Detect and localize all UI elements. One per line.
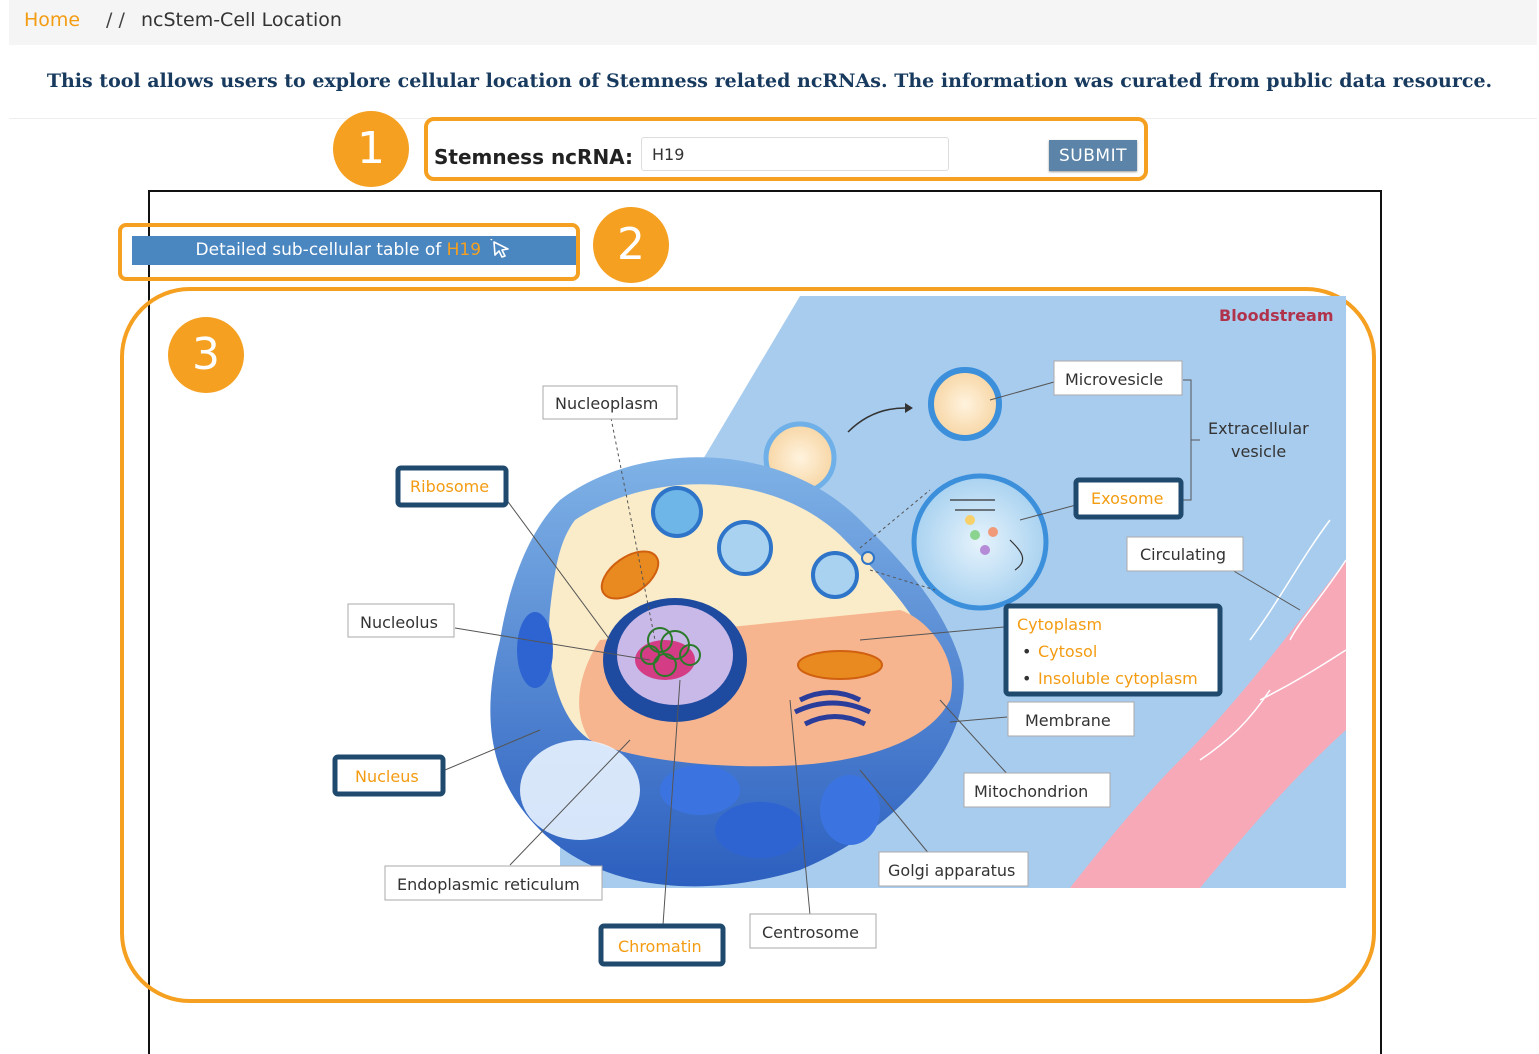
nucleolus-shape <box>635 640 695 680</box>
cursor-click-icon <box>489 237 510 258</box>
content-frame <box>148 190 1382 1054</box>
chromatin-label[interactable]: Chromatin <box>618 937 702 956</box>
breadcrumb-home-link[interactable]: Home <box>24 9 81 31</box>
insoluble-cytoplasm-bullet: • <box>1022 669 1031 688</box>
microvesicle-label[interactable]: Microvesicle <box>1065 370 1163 389</box>
step-2-badge: 2 <box>593 207 669 283</box>
diagram-highlight-box <box>120 287 1376 1003</box>
breadcrumb-current: ncStem-Cell Location <box>141 9 342 31</box>
cytoplasm-label[interactable]: Cytoplasm <box>1017 615 1102 634</box>
detail-button-label: Detailed sub-cellular table of <box>195 240 447 260</box>
nucleoplasm-label[interactable]: Nucleoplasm <box>555 394 658 413</box>
ribosome-label[interactable]: Ribosome <box>410 477 489 496</box>
centrosome-label[interactable]: Centrosome <box>762 923 859 942</box>
exosome-label[interactable]: Exosome <box>1091 489 1163 508</box>
insoluble-cytoplasm-label[interactable]: Insoluble cytoplasm <box>1038 669 1198 688</box>
golgi-apparatus-label[interactable]: Golgi apparatus <box>888 861 1015 880</box>
detail-highlight-box <box>118 223 580 281</box>
mitochondrion-shape <box>600 550 660 600</box>
extracellular-vesicle-label-line2: vesicle <box>1231 442 1286 461</box>
step-3-badge: 3 <box>168 317 244 393</box>
submit-button[interactable]: SUBMIT <box>1049 140 1137 171</box>
microvesicle-shape <box>928 367 1002 441</box>
search-highlight-box <box>424 117 1148 181</box>
golgi-shape <box>793 690 872 727</box>
mitochondrion-label[interactable]: Mitochondrion <box>974 782 1088 801</box>
blood-vessel <box>1070 560 1346 888</box>
exosome-shape <box>911 473 1049 611</box>
ncrna-search-input[interactable] <box>641 137 949 171</box>
membrane-label[interactable]: Membrane <box>1025 711 1111 730</box>
endoplasmic-reticulum-label[interactable]: Endoplasmic reticulum <box>397 875 580 894</box>
nucleolus-label[interactable]: Nucleolus <box>360 613 438 632</box>
detail-table-button[interactable]: Detailed sub-cellular table of H19 <box>132 236 576 265</box>
page-description: This tool allows users to explore cellul… <box>46 70 1493 92</box>
circulating-label[interactable]: Circulating <box>1140 545 1226 564</box>
search-label: Stemness ncRNA: <box>434 145 634 169</box>
cytosol-label[interactable]: Cytosol <box>1038 642 1097 661</box>
breadcrumb: Home / / ncStem-Cell Location <box>9 0 1537 45</box>
step-1-badge: 1 <box>333 111 409 187</box>
cytosol-bullet: • <box>1022 642 1031 661</box>
nucleus-label[interactable]: Nucleus <box>355 767 419 786</box>
extracellular-vesicle-label-line1: Extracellular <box>1208 419 1309 438</box>
detail-ncrna-name: H19 <box>446 240 482 260</box>
breadcrumb-separator: / / <box>106 9 125 31</box>
bloodstream-label: Bloodstream <box>1219 306 1334 325</box>
